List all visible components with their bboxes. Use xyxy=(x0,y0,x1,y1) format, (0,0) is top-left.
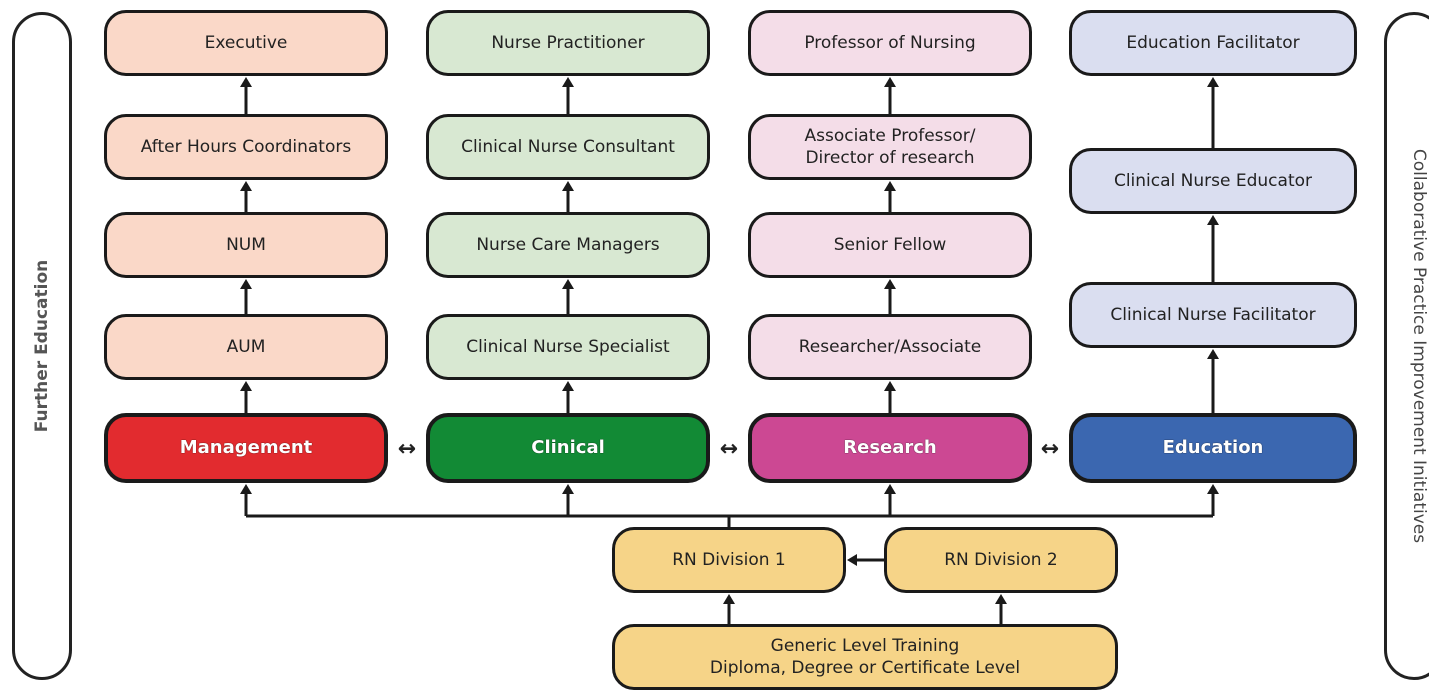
rn-division-2: RN Division 2 xyxy=(884,527,1118,593)
arrow-head xyxy=(562,484,574,494)
role-senior-fellow: Senior Fellow xyxy=(748,212,1032,278)
research-head: Research xyxy=(748,413,1032,483)
arrow-head xyxy=(884,484,896,494)
connector-management-clinical: ↔ xyxy=(397,436,417,462)
arrow-head xyxy=(1207,215,1219,225)
arrow-head xyxy=(240,484,252,494)
arrow-head xyxy=(562,279,574,289)
clinical-head: Clinical xyxy=(426,413,710,483)
role-professor-of-nursing: Professor of Nursing xyxy=(748,10,1032,76)
arrow-head xyxy=(1207,349,1219,359)
arrow-head xyxy=(884,181,896,191)
role-clinical-nurse-educator: Clinical Nurse Educator xyxy=(1069,148,1357,214)
further-education-bar: Further Education xyxy=(12,12,72,680)
generic-level-training: Generic Level Training Diploma, Degree o… xyxy=(612,624,1118,690)
arrow-head xyxy=(884,381,896,391)
arrow-head xyxy=(562,181,574,191)
role-associate-professor: Associate Professor/ Director of researc… xyxy=(748,114,1032,180)
connector-clinical-research: ↔ xyxy=(719,436,739,462)
collaborative-practice-label: Collaborative Practice Improvement Initi… xyxy=(1409,148,1429,544)
arrow-head xyxy=(240,381,252,391)
education-head: Education xyxy=(1069,413,1357,483)
rn-division-1: RN Division 1 xyxy=(612,527,846,593)
arrow-head xyxy=(884,77,896,87)
role-education-facilitator: Education Facilitator xyxy=(1069,10,1357,76)
arrow-head xyxy=(847,554,857,566)
role-clinical-nurse-specialist: Clinical Nurse Specialist xyxy=(426,314,710,380)
connector-research-education: ↔ xyxy=(1040,436,1060,462)
role-nurse-practitioner: Nurse Practitioner xyxy=(426,10,710,76)
arrow-head xyxy=(884,279,896,289)
arrow-head xyxy=(562,381,574,391)
arrow-head xyxy=(240,77,252,87)
management-head: Management xyxy=(104,413,388,483)
further-education-label: Further Education xyxy=(32,259,52,433)
arrow-head xyxy=(562,77,574,87)
arrow-head xyxy=(240,279,252,289)
arrow-head xyxy=(1207,77,1219,87)
arrow-head xyxy=(240,181,252,191)
role-clinical-nurse-consultant: Clinical Nurse Consultant xyxy=(426,114,710,180)
arrow-head xyxy=(723,594,735,604)
role-researcher-associate: Researcher/Associate xyxy=(748,314,1032,380)
collaborative-practice-bar: Collaborative Practice Improvement Initi… xyxy=(1384,12,1429,680)
arrow-head xyxy=(995,594,1007,604)
role-clinical-nurse-facilitator: Clinical Nurse Facilitator xyxy=(1069,282,1357,348)
role-nurse-care-managers: Nurse Care Managers xyxy=(426,212,710,278)
role-num: NUM xyxy=(104,212,388,278)
arrow-head xyxy=(1207,484,1219,494)
role-aum: AUM xyxy=(104,314,388,380)
role-after-hours-coordinators: After Hours Coordinators xyxy=(104,114,388,180)
role-executive: Executive xyxy=(104,10,388,76)
